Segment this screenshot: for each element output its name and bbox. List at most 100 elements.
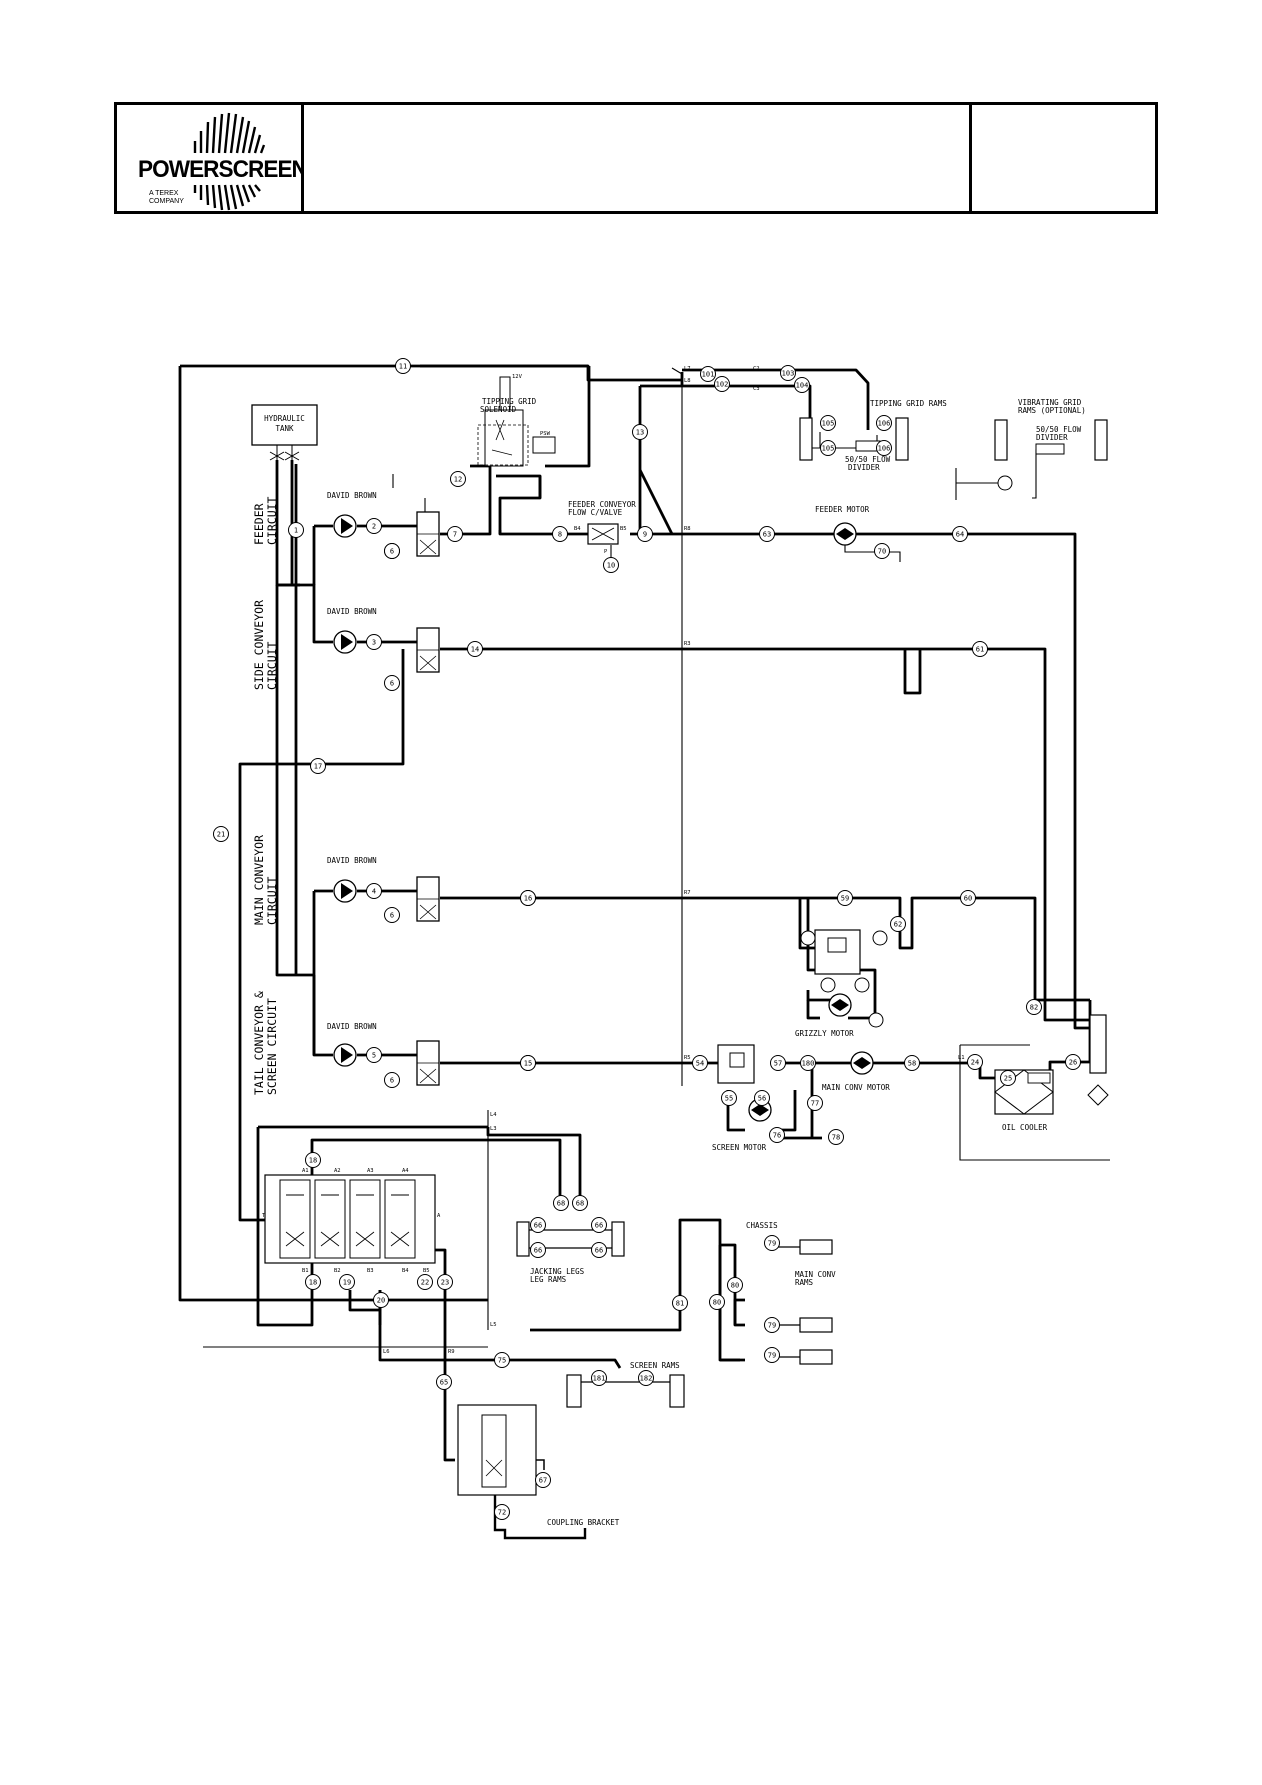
svg-text:A1: A1 bbox=[302, 1168, 309, 1174]
line-number-bubble: 4 bbox=[366, 883, 382, 899]
line-number-bubble: 12 bbox=[450, 471, 466, 487]
pump-valve-group: DAVID BROWN DAVID BROWN DAVID BROWN DAVI… bbox=[327, 491, 440, 1086]
line-number-bubble: 6 bbox=[384, 907, 400, 923]
line-number-bubble: 61 bbox=[972, 641, 988, 657]
svg-text:21: 21 bbox=[217, 831, 225, 839]
svg-text:18: 18 bbox=[309, 1157, 317, 1165]
logo-cell: POWERSCREEN A TEREX COMPANY bbox=[117, 105, 304, 211]
feeder-motor: FEEDER MOTOR bbox=[815, 505, 901, 562]
line-number-bubble: 66 bbox=[591, 1242, 607, 1258]
svg-text:6: 6 bbox=[390, 548, 394, 556]
line-number-bubble: 103 bbox=[780, 365, 796, 381]
svg-text:66: 66 bbox=[534, 1222, 542, 1230]
svg-text:C3: C3 bbox=[753, 386, 760, 392]
svg-text:58: 58 bbox=[908, 1060, 916, 1068]
svg-text:C2: C2 bbox=[753, 366, 760, 372]
svg-text:64: 64 bbox=[956, 531, 964, 539]
svg-text:A2: A2 bbox=[334, 1168, 341, 1174]
line-number-bubble: 82 bbox=[1026, 999, 1042, 1015]
svg-text:L8: L8 bbox=[684, 378, 691, 384]
line-number-bubble: 59 bbox=[837, 890, 853, 906]
svg-text:56: 56 bbox=[758, 1095, 766, 1103]
svg-text:4: 4 bbox=[372, 888, 376, 896]
main-conv-motor: MAIN CONV MOTOR bbox=[822, 1051, 890, 1092]
svg-text:OIL COOLER: OIL COOLER bbox=[1002, 1123, 1048, 1132]
svg-text:75: 75 bbox=[498, 1357, 506, 1365]
line-number-bubble: 25 bbox=[1000, 1070, 1016, 1086]
svg-text:6: 6 bbox=[390, 680, 394, 688]
line-number-bubble: 22 bbox=[417, 1274, 433, 1290]
svg-text:50/50 FLOW: 50/50 FLOW bbox=[845, 455, 891, 464]
svg-text:7: 7 bbox=[453, 531, 457, 539]
line-number-bubble: 67 bbox=[535, 1472, 551, 1488]
line-number-bubble: 80 bbox=[709, 1294, 725, 1310]
svg-text:TAIL CONVEYOR &: TAIL CONVEYOR & bbox=[252, 991, 266, 1095]
svg-text:24: 24 bbox=[971, 1059, 979, 1067]
line-number-bubble: 26 bbox=[1065, 1054, 1081, 1070]
line-number-bubble: 79 bbox=[764, 1317, 780, 1333]
port-labels: L7 L8 C2 C3 R8 R3 R7 R5 L1 L4 L3 L5 L6 R… bbox=[383, 366, 965, 1355]
svg-text:9: 9 bbox=[643, 531, 647, 539]
jacking-legs-rams: JACKING LEGS LEG RAMS bbox=[516, 1221, 625, 1284]
feeder-flow-control-valve: FEEDER CONVEYOR FLOW C/VALVE B4 B5 P bbox=[568, 500, 636, 555]
svg-text:R3: R3 bbox=[684, 641, 691, 647]
svg-text:102: 102 bbox=[716, 381, 729, 389]
svg-text:66: 66 bbox=[595, 1247, 603, 1255]
line-number-bubble: 70 bbox=[874, 543, 890, 559]
svg-text:11: 11 bbox=[399, 363, 407, 371]
svg-text:60: 60 bbox=[964, 895, 972, 903]
line-number-bubble: 21 bbox=[213, 826, 229, 842]
svg-text:12: 12 bbox=[454, 476, 462, 484]
line-number-bubble: 13 bbox=[632, 424, 648, 440]
svg-text:A4: A4 bbox=[402, 1168, 409, 1174]
svg-text:B5: B5 bbox=[620, 526, 627, 532]
line-number-bubble: 3 bbox=[366, 634, 382, 650]
svg-text:101: 101 bbox=[702, 371, 715, 379]
svg-text:81: 81 bbox=[676, 1300, 684, 1308]
svg-text:B4: B4 bbox=[574, 526, 581, 532]
svg-text:RAMS: RAMS bbox=[795, 1278, 814, 1287]
svg-text:79: 79 bbox=[768, 1352, 776, 1360]
line-number-bubble: 68 bbox=[572, 1195, 588, 1211]
svg-text:76: 76 bbox=[773, 1132, 781, 1140]
logo-wordmark: POWERSCREEN bbox=[138, 156, 304, 183]
main-conv-rams: CHASSIS MAIN CONV RAMS bbox=[746, 1221, 836, 1365]
svg-text:62: 62 bbox=[894, 921, 902, 929]
svg-text:57: 57 bbox=[774, 1060, 782, 1068]
svg-text:12V: 12V bbox=[512, 374, 523, 380]
svg-text:8: 8 bbox=[558, 531, 562, 539]
svg-text:106: 106 bbox=[878, 420, 891, 428]
line-number-bubble: 105 bbox=[820, 415, 836, 431]
line-number-bubble: 182 bbox=[638, 1370, 654, 1386]
line-number-bubble: 58 bbox=[904, 1055, 920, 1071]
svg-text:FLOW C/VALVE: FLOW C/VALVE bbox=[568, 508, 623, 517]
svg-text:78: 78 bbox=[832, 1134, 840, 1142]
line-number-bubble: 101 bbox=[700, 366, 716, 382]
line-number-bubble: 14 bbox=[467, 641, 483, 657]
svg-text:79: 79 bbox=[768, 1240, 776, 1248]
line-number-bubble: 6 bbox=[384, 675, 400, 691]
line-number-bubble: 15 bbox=[520, 1055, 536, 1071]
line-number-bubble: 66 bbox=[591, 1217, 607, 1233]
line-number-bubble: 180 bbox=[800, 1055, 816, 1071]
line-number-bubble: 64 bbox=[952, 526, 968, 542]
line-number-bubble: 8 bbox=[552, 526, 568, 542]
circuit-section-labels: FEEDER CIRCUIT SIDE CONVEYOR CIRCUIT MAI… bbox=[252, 496, 279, 1095]
svg-text:DAVID BROWN: DAVID BROWN bbox=[327, 607, 377, 616]
svg-text:L3: L3 bbox=[490, 1126, 497, 1132]
return-manifold bbox=[1087, 1014, 1109, 1106]
line-number-bubble: 11 bbox=[395, 358, 411, 374]
svg-text:SOLENOID: SOLENOID bbox=[480, 405, 517, 414]
line-number-bubble: 7 bbox=[447, 526, 463, 542]
svg-text:PSW: PSW bbox=[540, 431, 551, 437]
thin-lines bbox=[203, 367, 1110, 1348]
svg-text:54: 54 bbox=[696, 1060, 704, 1068]
svg-text:13: 13 bbox=[636, 429, 644, 437]
svg-text:182: 182 bbox=[640, 1375, 653, 1383]
svg-text:105: 105 bbox=[822, 420, 835, 428]
svg-text:3: 3 bbox=[372, 639, 376, 647]
line-number-bubble: 20 bbox=[373, 1292, 389, 1308]
line-number-bubble: 75 bbox=[494, 1352, 510, 1368]
svg-text:SCREEN CIRCUIT: SCREEN CIRCUIT bbox=[265, 998, 279, 1095]
svg-text:L4: L4 bbox=[490, 1112, 497, 1118]
